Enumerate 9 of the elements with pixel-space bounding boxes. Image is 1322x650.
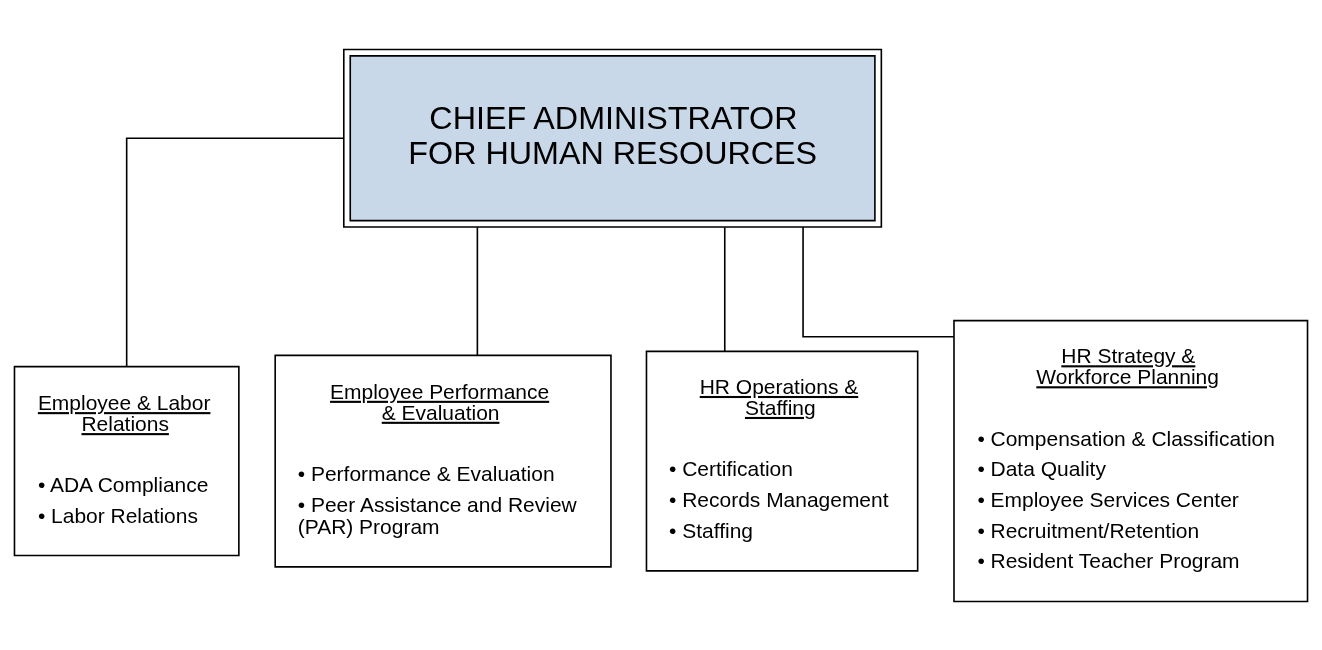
connector [476,226,479,356]
node-box: CHIEF ADMINISTRATOR FOR HUMAN RESOURCES [343,48,883,228]
connector [802,225,955,338]
connector [125,136,345,367]
node-box: Employee Performance & Evaluation • Performance & Evaluation • Peer Assistance and Review (PAR) Program [274,354,612,568]
node-box: HR Strategy & Workforce Planning • Compensation & Classification • Data Quality • Employee Services Center • Recruitment/Retention • Resident Teacher Program [953,319,1309,602]
node-box: Employee & Labor Relations • ADA Compliance • Labor Relations [13,365,240,556]
node-box: HR Operations & Staffing • Certification • Records Management • Staffing [645,350,919,572]
connector [723,226,726,352]
